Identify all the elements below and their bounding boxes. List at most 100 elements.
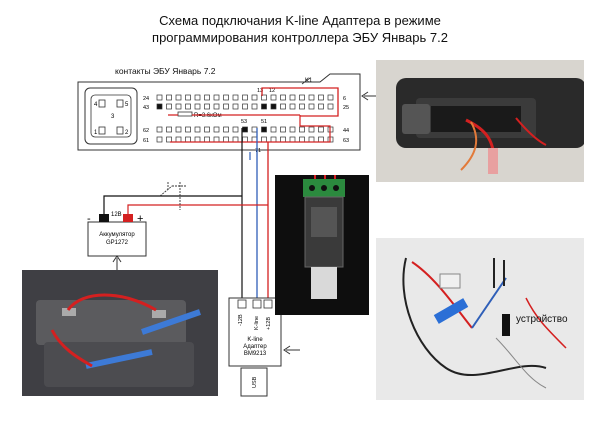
ecu-pin (308, 94, 315, 101)
ecu-pin (280, 126, 286, 133)
adapter-usb-plug (240, 367, 268, 397)
resistor (177, 111, 193, 117)
ecu-pin (270, 126, 277, 133)
battery-plus-sign: + (137, 213, 143, 225)
adapter-box (228, 297, 282, 367)
ecu-pin (261, 136, 267, 143)
pin-label-53: 53 (241, 119, 247, 125)
ecu-small-connector (84, 87, 138, 145)
ecu-pin (166, 94, 172, 101)
adapter-pin-gnd (237, 299, 247, 309)
ecu-pin (289, 103, 296, 110)
pin-label-43: 43 (143, 105, 149, 111)
arrow-battery (112, 255, 122, 270)
pin-label-63: 63 (343, 138, 349, 144)
battery-minus-sign: - (87, 213, 91, 225)
pin-label-51: 51 (261, 119, 267, 125)
small-pin-3: 3 (111, 114, 115, 120)
ecu-pin (185, 136, 191, 143)
ecu-pin (261, 94, 267, 101)
ecu-pin (318, 126, 324, 133)
diagram-title: Схема подключания K-line Адаптера в режи… (60, 12, 540, 46)
ecu-pin (213, 94, 220, 101)
ecu-pin (185, 94, 191, 101)
ecu-pin (204, 94, 210, 101)
relay-label: K1 (305, 78, 313, 84)
ecu-pin (175, 103, 182, 110)
adapter-pin-plus (263, 299, 273, 309)
ecu-pin (318, 94, 324, 101)
adapter-pin-kline (252, 299, 262, 309)
ecu-pin (299, 103, 305, 110)
ecu-pin (280, 103, 286, 110)
wire-red-battery (127, 204, 268, 214)
ecu-pin (308, 103, 315, 110)
small-pin-1: 1 (94, 130, 98, 136)
ecu-pin (204, 136, 210, 143)
relay-jumper (261, 87, 339, 117)
ecu-pin (270, 103, 277, 110)
ecu-pin (270, 136, 277, 143)
ecu-pin (251, 103, 258, 110)
adapter-usb-label: USB (252, 376, 258, 388)
adapter-label-gnd: -12B (238, 314, 244, 326)
ecu-pin (166, 136, 172, 143)
ecu-pin (213, 136, 220, 143)
ecu-pin (156, 94, 163, 101)
battery-minus-terminal (99, 214, 109, 222)
battery-voltage: 12В (111, 212, 122, 218)
ecu-pin (242, 103, 248, 110)
ecu-pin (308, 126, 315, 133)
ecu-pin (156, 103, 163, 110)
ecu-pin (156, 136, 163, 143)
ecu-pin (223, 126, 229, 133)
ecu-pin (289, 136, 296, 143)
pin-label-71: 71 (255, 148, 261, 154)
pin-label-13: 13 (257, 88, 263, 94)
ecu-pin (299, 136, 305, 143)
ecu-pin (242, 126, 248, 133)
ecu-pin (242, 94, 248, 101)
battery-label-1: Аккумулятор (99, 232, 135, 238)
resistor-label: R=3.6кОм (194, 113, 222, 119)
pin-label-62: 62 (143, 128, 149, 134)
ecu-pin (261, 126, 267, 133)
adapter-name-1: K-line (247, 337, 263, 343)
ecu-pin (156, 126, 163, 133)
ecu-pin (175, 136, 182, 143)
ecu-pin (299, 126, 305, 133)
ecu-pin (175, 126, 182, 133)
ecu-pin (185, 103, 191, 110)
ecu-pin (166, 126, 172, 133)
ecu-pin (261, 103, 267, 110)
ecu-pin (232, 103, 239, 110)
ecu-pin (204, 103, 210, 110)
ecu-pin-grid (156, 94, 334, 143)
ecu-pin (194, 136, 201, 143)
ecu-pin (204, 126, 210, 133)
ecu-pin (213, 126, 220, 133)
ecu-pin (194, 103, 201, 110)
ecu-pin (289, 126, 296, 133)
switch-symbol (159, 182, 186, 210)
ecu-pin (232, 126, 239, 133)
ecu-pin (232, 94, 239, 101)
pin-label-25: 25 (343, 105, 349, 111)
ecu-label: контакты ЭБУ Январь 7.2 (115, 66, 216, 76)
ecu-pin (242, 136, 248, 143)
wire-black-battery (103, 195, 242, 214)
usb-adapter-photo (275, 175, 369, 315)
ecu-pin (166, 103, 172, 110)
ecu-pin (223, 136, 229, 143)
ecu-pin (318, 136, 324, 143)
ecu-pin (280, 136, 286, 143)
small-pin-4: 4 (94, 102, 98, 108)
pin-label-44: 44 (343, 128, 349, 134)
title-line-2: программирования контроллера ЭБУ Январь … (152, 30, 448, 45)
pin-label-24: 24 (143, 96, 149, 102)
ecu-pin (299, 94, 305, 101)
ecu-pin (232, 136, 239, 143)
ecu-photo (376, 60, 584, 182)
ecu-connector-outline (77, 73, 361, 151)
